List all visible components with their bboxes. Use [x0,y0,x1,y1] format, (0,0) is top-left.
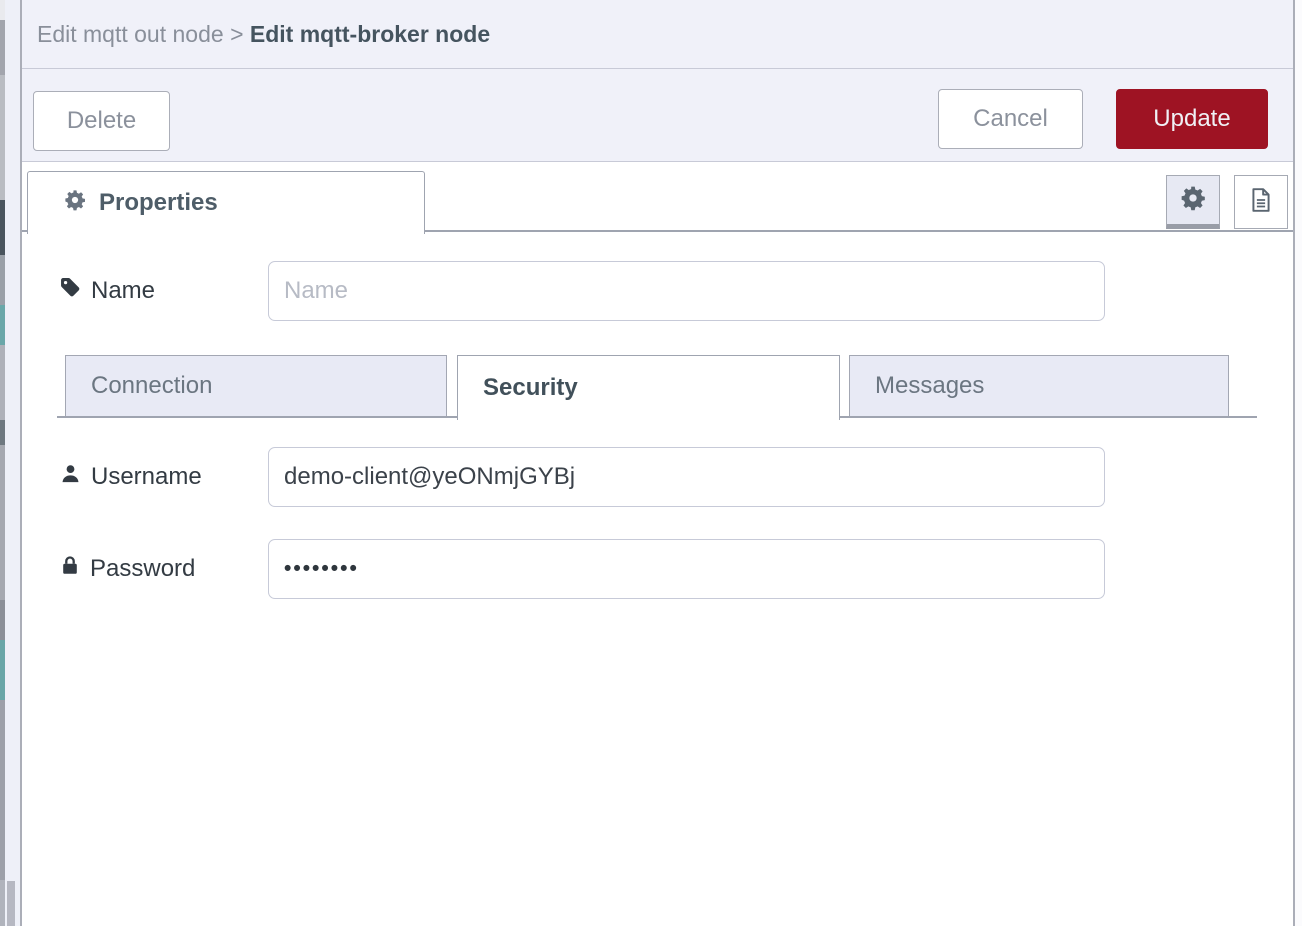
tray-toolbar: Delete Cancel Update [22,69,1293,162]
tab-connection[interactable]: Connection [65,355,447,417]
name-label-text: Name [91,277,156,304]
password-input[interactable] [268,539,1105,599]
node-properties-form: Name Connection Security Messages [22,232,1293,925]
tab-connection-label: Connection [91,372,213,399]
tab-security[interactable]: Security [457,355,840,420]
name-input[interactable] [268,261,1105,321]
tab-properties-label: Properties [99,189,218,216]
tab-messages[interactable]: Messages [849,355,1229,417]
scrollbar-thumb[interactable] [7,881,15,926]
cancel-button[interactable]: Cancel [938,89,1083,149]
user-icon [60,463,81,491]
workspace-palette-edge [0,0,5,926]
tray-left-border [20,0,22,926]
gear-icon [1180,185,1206,216]
edit-description-button[interactable] [1234,175,1288,229]
breadcrumb-parent[interactable]: Edit mqtt out node [37,20,224,47]
password-label-text: Password [90,555,196,582]
tag-icon [60,277,81,305]
tray-tab-bar: Properties [22,162,1293,234]
document-icon [1248,187,1274,218]
update-button[interactable]: Update [1116,89,1268,149]
edit-tray: Edit mqtt out node > Edit mqtt-broker no… [22,0,1295,926]
tray-gutter [5,0,20,926]
edit-properties-toggle-button[interactable] [1166,175,1220,229]
breadcrumb-separator: > [223,20,250,47]
username-input[interactable] [268,447,1105,507]
tab-bar-underline [22,230,1293,232]
tab-security-label: Security [483,374,578,401]
name-field-label: Name [60,277,155,305]
gear-icon [64,189,86,218]
breadcrumb-current: Edit mqtt-broker node [249,20,491,47]
delete-button[interactable]: Delete [33,91,170,151]
lock-icon [60,555,80,583]
tab-properties[interactable]: Properties [27,171,425,234]
tab-messages-label: Messages [875,372,985,399]
password-field-label: Password [60,555,195,583]
username-field-label: Username [60,463,202,491]
username-label-text: Username [91,463,202,490]
breadcrumb: Edit mqtt out node > Edit mqtt-broker no… [22,0,1293,69]
